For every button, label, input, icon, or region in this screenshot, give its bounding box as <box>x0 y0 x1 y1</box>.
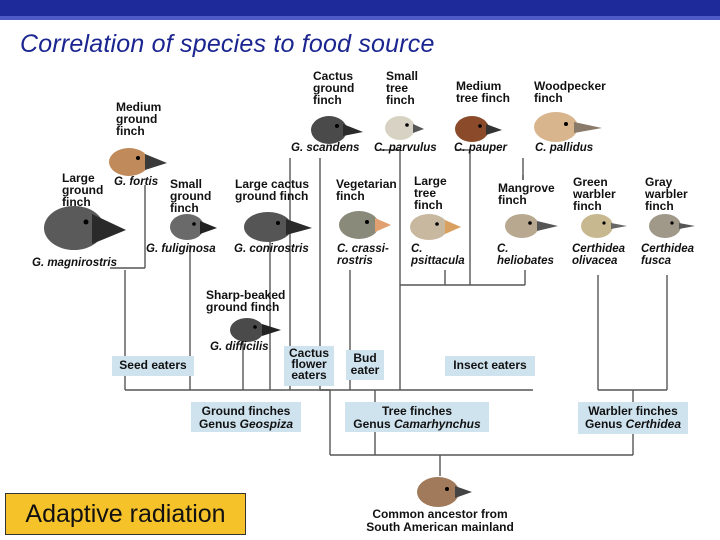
sharp-beaked-finch-label: Sharp-beaked ground finch <box>206 288 286 314</box>
ground-finches-genus-line: Genus Geospiza <box>195 418 297 431</box>
green-warbler-finch-bird-icon <box>581 214 627 238</box>
cactus-flower-eaters-box: Cactus flower eaters <box>284 346 334 386</box>
tree-finches-title: Tree finches <box>381 404 453 418</box>
certhidea-olivacea-species: Certhidea olivacea <box>572 243 626 267</box>
woodpecker-finch-label: Woodpecker finch <box>534 79 606 105</box>
g-fuliginosa-species: G. fuliginosa <box>146 243 216 255</box>
tree-finches-genus-line: Genus Camarhynchus <box>349 418 485 431</box>
small-tree-finch-bird-icon <box>385 116 424 140</box>
header-bar <box>0 0 720 20</box>
ground-finches-title: Ground finches <box>201 404 291 418</box>
medium-tree-finch-label: Medium tree finch <box>456 79 511 105</box>
certhidea-fusca-species: Certhidea fusca <box>641 243 695 267</box>
seed-eaters-box: Seed eaters <box>112 356 194 376</box>
green-warbler-finch-label: Green warbler finch <box>573 175 616 213</box>
vegetarian-finch-bird-icon <box>339 211 391 239</box>
warbler-genus-name: Certhidea <box>625 417 682 431</box>
large-ground-finch-label: Large ground finch <box>62 171 104 209</box>
large-tree-finch-label: Large tree finch <box>414 174 447 212</box>
seed-eaters-label: Seed eaters <box>119 358 187 372</box>
common-ancestor-label: Common ancestor from South American main… <box>366 507 514 534</box>
woodpecker-finch-bird-icon <box>534 112 602 142</box>
small-tree-finch-label: Small tree finch <box>386 69 419 107</box>
medium-ground-finch-label: Medium ground finch <box>116 100 162 138</box>
large-cactus-finch-label: Large cactus ground finch <box>235 177 310 203</box>
c-crassirostris-species: C. crassi- rostris <box>337 243 389 267</box>
header-stripe <box>0 16 720 20</box>
g-conirostris-species: G. conirostris <box>234 243 309 255</box>
cactus-ground-finch-label: Cactus ground finch <box>313 69 355 107</box>
gray-warbler-finch-label: Gray warbler finch <box>645 175 688 213</box>
c-parvulus-species: C. parvulus <box>374 142 437 154</box>
warbler-finches-genus-line: Genus Certhidea <box>582 418 684 431</box>
adaptive-radiation-label: Adaptive radiation <box>5 493 246 535</box>
small-ground-finch-bird-icon <box>170 214 217 240</box>
bud-eater-label: Bud eater <box>350 351 380 377</box>
ground-genus-name: Geospiza <box>239 417 294 431</box>
medium-ground-finch-bird-icon <box>109 148 167 176</box>
tree-genus-prefix: Genus <box>353 417 394 431</box>
ground-finches-genus-box: Ground finches Genus Geospiza <box>191 402 301 432</box>
c-pauper-species: C. pauper <box>454 142 508 154</box>
g-scandens-species: G. scandens <box>291 142 360 154</box>
g-magnirostris-species: G. magnirostris <box>32 257 117 269</box>
c-heliobates-species: C. heliobates <box>497 243 554 267</box>
medium-tree-finch-bird-icon <box>455 116 502 142</box>
c-pallidus-species: C. pallidus <box>535 142 594 154</box>
gray-warbler-finch-bird-icon <box>649 214 695 238</box>
large-cactus-finch-bird-icon <box>244 212 312 242</box>
large-ground-finch-bird-icon <box>44 206 126 250</box>
warbler-finches-genus-box: Warbler finches Genus Certhidea <box>578 402 688 434</box>
warbler-finches-title: Warbler finches <box>588 404 678 418</box>
cactus-flower-eaters-label: Cactus flower eaters <box>288 346 329 382</box>
sharp-beaked-finch-bird-icon <box>230 318 281 342</box>
g-fortis-species: G. fortis <box>114 176 159 188</box>
common-ancestor-bird-icon <box>417 477 472 507</box>
tree-genus-name: Camarhynchus <box>393 417 481 431</box>
insect-eaters-box: Insect eaters <box>445 356 535 376</box>
insect-eaters-label: Insect eaters <box>453 358 527 372</box>
ground-genus-prefix: Genus <box>198 417 240 431</box>
cactus-ground-finch-bird-icon <box>311 116 363 144</box>
bud-eater-box: Bud eater <box>346 350 384 380</box>
g-difficilis-species: G. difficilis <box>210 341 269 353</box>
tree-finches-genus-box: Tree finches Genus Camarhynchus <box>345 402 489 432</box>
large-tree-finch-bird-icon <box>410 214 461 240</box>
c-psittacula-species: C. psittacula <box>411 243 465 267</box>
slide-title: Correlation of species to food source <box>20 30 435 58</box>
vegetarian-finch-label: Vegetarian finch <box>336 177 397 203</box>
small-ground-finch-label: Small ground finch <box>170 177 212 215</box>
warbler-genus-prefix: Genus <box>584 417 626 431</box>
mangrove-finch-bird-icon <box>505 214 558 238</box>
mangrove-finch-label: Mangrove finch <box>498 181 555 207</box>
